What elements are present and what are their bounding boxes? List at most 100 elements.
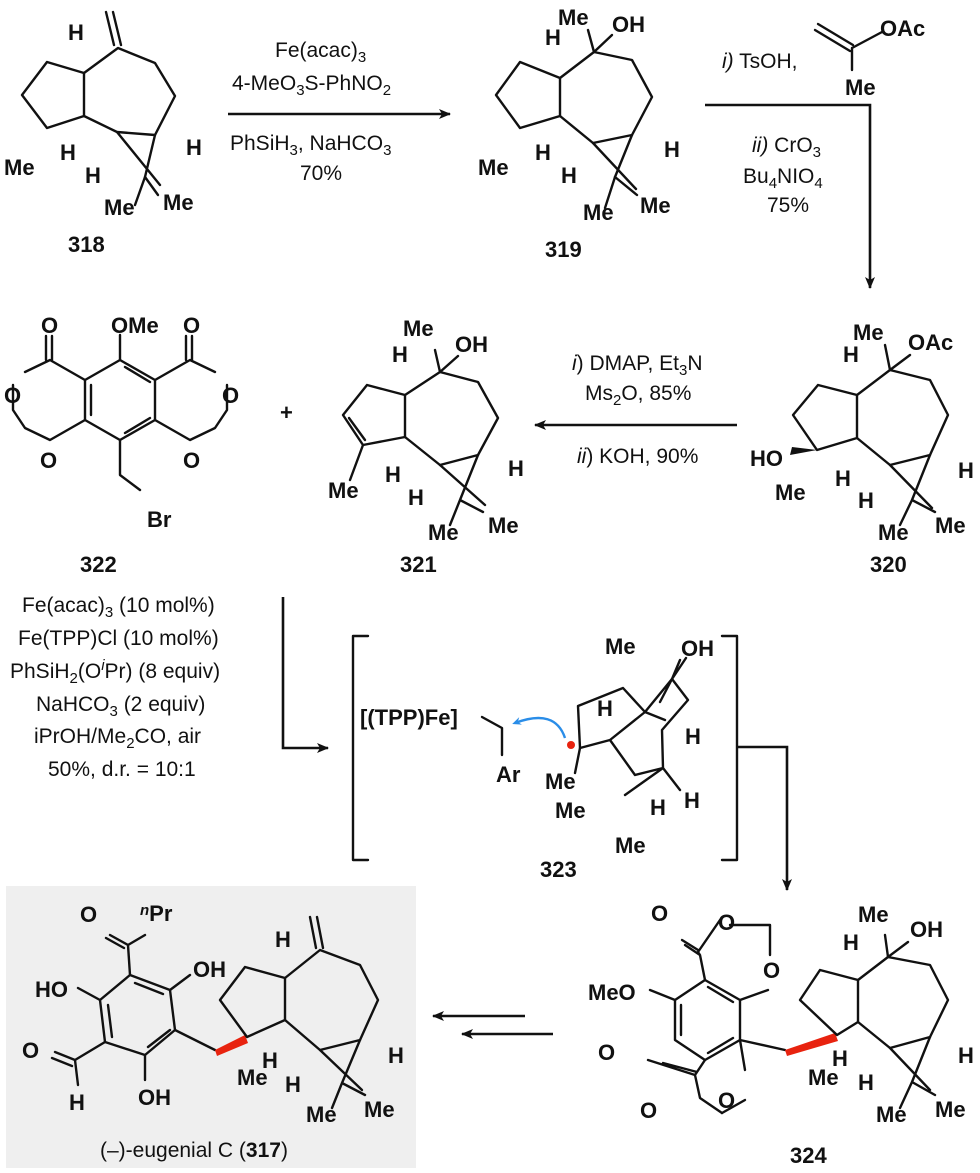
- atom-h: H: [68, 20, 84, 45]
- atom-h: H: [545, 25, 561, 50]
- svg-text:O: O: [640, 1098, 657, 1123]
- svg-text:O: O: [40, 448, 57, 473]
- svg-text:H: H: [650, 795, 666, 820]
- reaction-arrow-2: [705, 103, 875, 289]
- conditions-step-3: i) DMAP, Et3N Ms2O, 85% ii) KOH, 90%: [572, 352, 703, 468]
- atom-h: H: [535, 140, 551, 165]
- svg-text:OH: OH: [138, 1085, 171, 1110]
- svg-text:HO: HO: [750, 446, 783, 471]
- svg-text:H: H: [392, 342, 408, 367]
- atom-me: Me: [583, 200, 614, 225]
- compound-label-318: 318: [68, 232, 105, 257]
- svg-text:H: H: [843, 342, 859, 367]
- svg-text:Me: Me: [488, 513, 519, 538]
- atom-me: Me: [558, 5, 589, 30]
- svg-text:OAc: OAc: [908, 330, 953, 355]
- svg-text:H: H: [275, 927, 291, 952]
- curved-arrow-icon: [512, 716, 567, 739]
- svg-text:iPrOH/Me2CO, air: iPrOH/Me2CO, air: [34, 725, 201, 752]
- svg-text:OH: OH: [455, 332, 488, 357]
- atom-h: H: [186, 135, 202, 160]
- svg-text:Ar: Ar: [496, 762, 521, 787]
- svg-text:OMe: OMe: [111, 313, 159, 338]
- svg-text:HO: HO: [35, 977, 68, 1002]
- compound-320: Me OAc H HO Me H H H Me Me 320: [750, 320, 974, 577]
- svg-text:Me: Me: [878, 520, 909, 545]
- svg-text:H: H: [597, 696, 613, 721]
- svg-text:H: H: [835, 466, 851, 491]
- highlighted-bond: [215, 1035, 248, 1056]
- svg-text:H: H: [262, 1048, 278, 1073]
- svg-text:Fe(acac)3: Fe(acac)3: [275, 39, 366, 66]
- svg-text:O: O: [4, 383, 21, 408]
- plus-sign: +: [280, 400, 293, 425]
- svg-text:O: O: [22, 1038, 39, 1063]
- conditions-step-1: Fe(acac)3 4-MeO3S-PhNO2 PhSiH3, NaHCO3 7…: [230, 39, 391, 185]
- radical-dot-icon: [567, 741, 575, 749]
- svg-text:OH: OH: [193, 957, 226, 982]
- atom-h: H: [664, 137, 680, 162]
- svg-text:Me: Me: [545, 769, 576, 794]
- svg-text:O: O: [183, 313, 200, 338]
- reaction-arrow-4: [281, 597, 329, 753]
- svg-text:H: H: [832, 1046, 848, 1071]
- svg-text:Me: Me: [403, 316, 434, 341]
- product-name: (–)-eugenial C (317): [100, 1139, 288, 1162]
- svg-text:H: H: [69, 1090, 85, 1115]
- svg-text:Bu4NIO4: Bu4NIO4: [743, 165, 823, 192]
- svg-text:O: O: [718, 910, 735, 935]
- svg-text:ii) KOH, 90%: ii) KOH, 90%: [577, 445, 698, 468]
- atom-me: Me: [104, 195, 135, 220]
- svg-text:Br: Br: [147, 507, 172, 532]
- svg-text:OH: OH: [910, 917, 943, 942]
- svg-text:O: O: [183, 448, 200, 473]
- svg-text:OAc: OAc: [880, 16, 925, 41]
- svg-text:Me: Me: [845, 75, 876, 100]
- svg-text:O: O: [80, 902, 97, 927]
- compound-label-324: 324: [790, 1143, 827, 1168]
- atom-h: H: [561, 163, 577, 188]
- svg-text:Me: Me: [775, 480, 806, 505]
- svg-text:O: O: [41, 313, 58, 338]
- svg-text:OH: OH: [681, 636, 714, 661]
- svg-text:Me: Me: [853, 320, 884, 345]
- product-box: [6, 886, 416, 1168]
- svg-text:i) DMAP, Et3N: i) DMAP, Et3N: [572, 352, 703, 379]
- compound-label-321: 321: [400, 552, 437, 577]
- svg-text:nPr: nPr: [140, 901, 173, 926]
- svg-text:O: O: [598, 1040, 615, 1065]
- reaction-arrow-5: [737, 745, 792, 891]
- svg-text:70%: 70%: [300, 162, 342, 185]
- svg-text:O: O: [222, 383, 239, 408]
- compound-317: O nPr OH HO O H OH H Me H H H Me Me (–)-…: [22, 901, 404, 1162]
- compound-324: Me OH H O O O MeO O O O Me H H H Me Me 3…: [588, 901, 974, 1168]
- atom-oh: OH: [612, 12, 645, 37]
- atom-h: H: [60, 140, 76, 165]
- atom-me: Me: [4, 155, 35, 180]
- svg-text:Me: Me: [237, 1065, 268, 1090]
- svg-text:[(TPP)Fe]: [(TPP)Fe]: [360, 705, 458, 730]
- compound-318: H Me H H H Me Me 318: [4, 10, 202, 257]
- compound-319: Me OH H Me H H H Me Me 319: [478, 5, 680, 262]
- svg-text:i) TsOH,: i) TsOH,: [722, 50, 797, 73]
- compound-label-319: 319: [545, 237, 582, 262]
- svg-text:75%: 75%: [767, 194, 809, 217]
- svg-text:MeO: MeO: [588, 980, 636, 1005]
- compound-label-320: 320: [870, 552, 907, 577]
- svg-text:NaHCO3 (2 equiv): NaHCO3 (2 equiv): [36, 693, 205, 720]
- svg-text:Fe(TPP)Cl (10 mol%): Fe(TPP)Cl (10 mol%): [18, 627, 219, 650]
- highlighted-bond: [785, 1033, 838, 1056]
- atom-h: H: [85, 163, 101, 188]
- svg-text:Me: Me: [364, 1097, 395, 1122]
- svg-text:PhSiH3, NaHCO3: PhSiH3, NaHCO3: [230, 132, 391, 159]
- svg-text:PhSiH2(OiPr) (8 equiv): PhSiH2(OiPr) (8 equiv): [10, 657, 220, 687]
- svg-text:ii) CrO3: ii) CrO3: [752, 134, 821, 161]
- svg-text:50%, d.r. = 10:1: 50%, d.r. = 10:1: [48, 758, 196, 781]
- intermediate-323: [(TPP)Fe] Ar Me OH H H Me Me H H Me 323: [351, 634, 792, 891]
- atom-me: Me: [163, 190, 194, 215]
- svg-text:H: H: [388, 1043, 404, 1068]
- svg-text:O: O: [651, 901, 668, 926]
- compound-label-322: 322: [80, 552, 117, 577]
- svg-text:H: H: [858, 1070, 874, 1095]
